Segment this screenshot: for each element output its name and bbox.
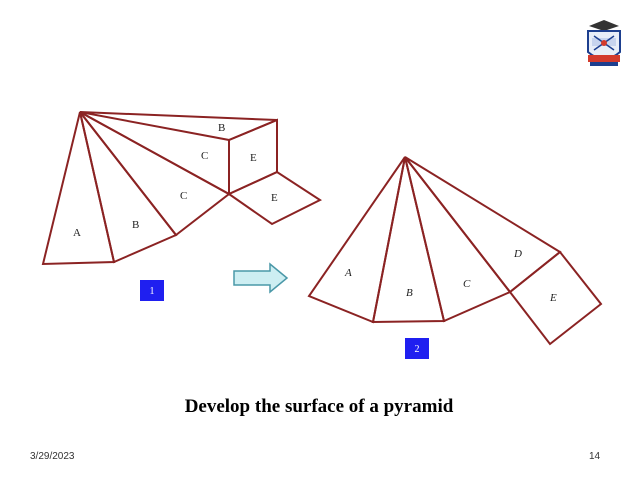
fig1-face-a <box>41 111 116 266</box>
figure-2-badge-label: 2 <box>415 344 420 355</box>
fig2-label-c: C <box>463 278 471 290</box>
figure-1-pyramid <box>41 111 323 266</box>
fig1-label-top-b: B <box>218 122 225 134</box>
fig1-face-c <box>79 111 231 237</box>
fig1-label-a: A <box>73 227 81 239</box>
figure-1-badge: 1 <box>140 280 164 301</box>
fig1-label-square-e: E <box>271 192 278 204</box>
footer-page-number: 14 <box>589 451 601 462</box>
fig2-label-d: D <box>513 248 522 260</box>
fig2-label-a: A <box>344 267 352 279</box>
arrow-right-icon <box>233 262 289 294</box>
fig1-top-edge <box>79 111 278 141</box>
figure-2-development <box>307 156 603 346</box>
fig1-face-b <box>79 111 178 264</box>
fig2-square-e <box>508 250 603 346</box>
fig1-label-e: E <box>250 152 257 164</box>
university-logo <box>587 20 621 66</box>
footer-date: 3/29/2023 <box>30 451 75 462</box>
slide-caption: Develop the surface of a pyramid <box>184 396 454 417</box>
figure-2-badge: 2 <box>405 338 429 359</box>
fig1-label-b: B <box>132 219 139 231</box>
fig1-square-e <box>226 170 323 226</box>
fig2-face-a <box>307 156 406 324</box>
fig2-label-b: B <box>406 287 413 299</box>
fig2-label-e: E <box>549 292 557 304</box>
fig1-label-top-c: C <box>201 150 208 162</box>
fig2-face-c <box>404 156 512 323</box>
fig1-label-c: C <box>180 190 187 202</box>
figure-1-badge-label: 1 <box>150 286 155 297</box>
